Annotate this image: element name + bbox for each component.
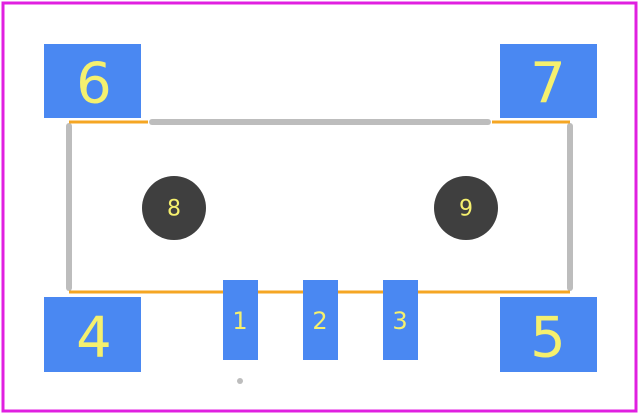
hole-9-drill [434,176,498,240]
hole-8-drill [142,176,206,240]
pad-7-label: 7 [530,52,566,117]
pad-1-copper [223,280,258,360]
hole-9: 9 [434,176,498,240]
pad-3-copper [383,280,418,360]
hole-8: 8 [142,176,206,240]
pad-6: 6 [44,44,141,118]
pad-5-label: 5 [530,306,566,371]
pad-4: 4 [44,297,141,372]
pad-5: 5 [500,297,597,372]
pad-5-copper [500,297,597,372]
pad-7: 7 [500,44,597,118]
pad-3-label: 3 [392,307,407,335]
pad-2-copper [303,280,338,360]
pad-6-copper [44,44,141,118]
pad-7-copper [500,44,597,118]
hole-9-label: 9 [459,197,473,222]
pin1-marker [237,378,243,384]
pad-4-label: 4 [76,306,112,371]
pad-4-copper [44,297,141,372]
pad-1-label: 1 [232,307,247,335]
pad-2-label: 2 [312,307,327,335]
pad-3: 3 [383,280,418,360]
pad-2: 2 [303,280,338,360]
pad-6-label: 6 [76,52,112,117]
pad-1: 1 [223,280,258,360]
hole-8-label: 8 [167,197,181,222]
